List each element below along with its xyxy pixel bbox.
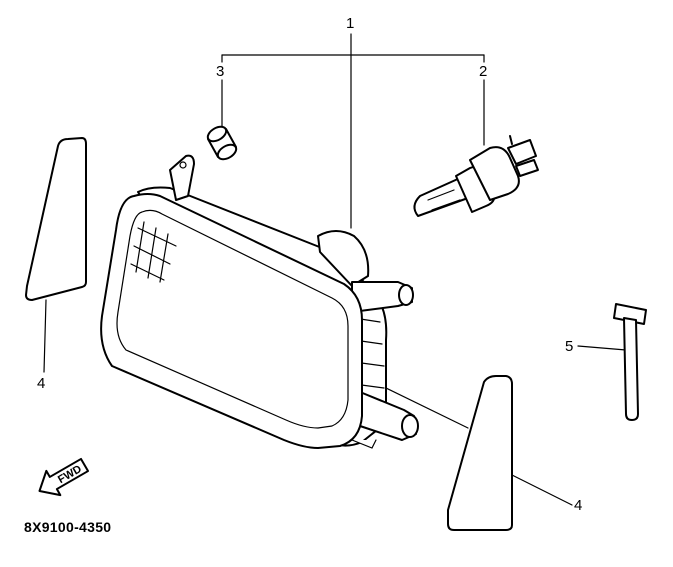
headlight-unit: [100, 154, 419, 449]
callout-part-5: 5: [565, 338, 573, 355]
callout-part-4-right: 4: [574, 497, 582, 514]
lens-pattern: [130, 221, 177, 283]
side-cover-right: [447, 375, 513, 531]
callout-part-2: 2: [479, 63, 487, 80]
forward-direction-arrow: FWD: [38, 457, 90, 497]
cable-tie: [613, 303, 647, 421]
callout-part-1: 1: [346, 15, 354, 32]
callout-part-3: 3: [216, 63, 224, 80]
halogen-bulb: [413, 135, 539, 217]
side-cover-left: [25, 137, 87, 301]
leader-lines: [43, 33, 627, 506]
callout-part-4-left: 4: [37, 375, 45, 392]
bulb-cap: [206, 125, 238, 161]
diagram-code: 8X9100-4350: [24, 519, 111, 535]
